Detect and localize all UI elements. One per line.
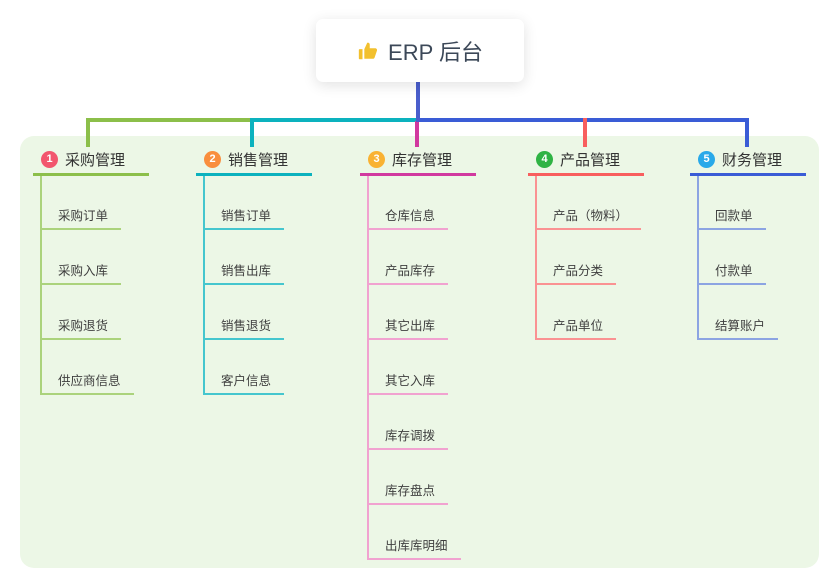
node-product-category[interactable]: 产品分类 xyxy=(535,261,617,285)
branch-product-underline xyxy=(528,173,644,176)
node-warehouse-info[interactable]: 仓库信息 xyxy=(367,206,449,230)
connector-branch5-drop xyxy=(745,118,749,147)
node-settlement-account[interactable]: 结算账户 xyxy=(697,316,779,340)
node-payment-order[interactable]: 付款单 xyxy=(697,261,766,285)
node-purchase-return[interactable]: 采购退货 xyxy=(40,316,122,340)
branch-sales-management: 2 销售管理 销售订单 销售出库 销售退货 客户信息 xyxy=(196,0,366,588)
connector-branch4-drop xyxy=(583,118,587,147)
branch-product-title: 产品管理 xyxy=(560,152,621,169)
badge-2: 2 xyxy=(204,151,221,168)
node-product-unit[interactable]: 产品单位 xyxy=(535,316,617,340)
connector-branch3-drop xyxy=(415,121,419,147)
node-purchase-inbound[interactable]: 采购入库 xyxy=(40,261,122,285)
node-sales-return[interactable]: 销售退货 xyxy=(203,316,285,340)
root-title: ERP 后台 xyxy=(388,39,483,65)
branch-product-management: 4 产品管理 产品（物料） 产品分类 产品单位 xyxy=(528,0,698,588)
branch-inventory-title: 库存管理 xyxy=(392,152,453,169)
branch-product-childline xyxy=(535,176,537,338)
branch-finance-childline xyxy=(697,176,699,338)
branch-sales-underline xyxy=(196,173,312,176)
node-sales-order[interactable]: 销售订单 xyxy=(203,206,285,230)
badge-4: 4 xyxy=(536,151,553,168)
branch-finance-management: 5 财务管理 回款单 付款单 结算账户 xyxy=(690,0,839,588)
connector-branch1-drop xyxy=(86,118,90,147)
connector-branch5-horizontal xyxy=(417,118,748,122)
connector-branch2-drop xyxy=(250,118,254,147)
node-other-outbound[interactable]: 其它出库 xyxy=(367,316,449,340)
node-product-material[interactable]: 产品（物料） xyxy=(535,206,642,230)
badge-1: 1 xyxy=(41,151,58,168)
branch-sales-header[interactable]: 2 销售管理 xyxy=(204,149,288,170)
branch-finance-title: 财务管理 xyxy=(722,152,783,169)
badge-3: 3 xyxy=(368,151,385,168)
branch-purchase-underline xyxy=(33,173,149,176)
branch-purchase-title: 采购管理 xyxy=(65,152,126,169)
branch-finance-header[interactable]: 5 财务管理 xyxy=(698,149,782,170)
node-outbound-detail[interactable]: 出库库明细 xyxy=(367,536,461,560)
connector-branch1-horizontal xyxy=(87,118,251,122)
node-receipt-order[interactable]: 回款单 xyxy=(697,206,766,230)
branch-purchase-header[interactable]: 1 采购管理 xyxy=(41,149,125,170)
branch-finance-underline xyxy=(690,173,806,176)
branch-inventory-management: 3 库存管理 仓库信息 产品库存 其它出库 其它入库 库存调拨 库存盘点 出库库… xyxy=(360,0,530,588)
branch-product-header[interactable]: 4 产品管理 xyxy=(536,149,620,170)
connector-root-drop xyxy=(416,82,420,122)
branch-inventory-underline xyxy=(360,173,476,176)
node-stock-transfer[interactable]: 库存调拨 xyxy=(367,426,449,450)
node-product-stock[interactable]: 产品库存 xyxy=(367,261,449,285)
branch-inventory-header[interactable]: 3 库存管理 xyxy=(368,149,452,170)
root-node[interactable]: ERP 后台 xyxy=(316,19,524,82)
node-stock-taking[interactable]: 库存盘点 xyxy=(367,481,449,505)
branch-purchase-management: 1 采购管理 采购订单 采购入库 采购退货 供应商信息 xyxy=(33,0,203,588)
branch-sales-title: 销售管理 xyxy=(228,152,289,169)
node-other-inbound[interactable]: 其它入库 xyxy=(367,371,449,395)
branch-inventory-childline xyxy=(367,176,369,558)
branches-panel xyxy=(20,136,819,568)
node-customer-info[interactable]: 客户信息 xyxy=(203,371,285,395)
node-purchase-order[interactable]: 采购订单 xyxy=(40,206,122,230)
badge-5: 5 xyxy=(698,151,715,168)
node-supplier-info[interactable]: 供应商信息 xyxy=(40,371,134,395)
node-sales-outbound[interactable]: 销售出库 xyxy=(203,261,285,285)
thumbs-up-icon xyxy=(358,42,378,59)
connector-branch2-horizontal xyxy=(251,118,417,122)
